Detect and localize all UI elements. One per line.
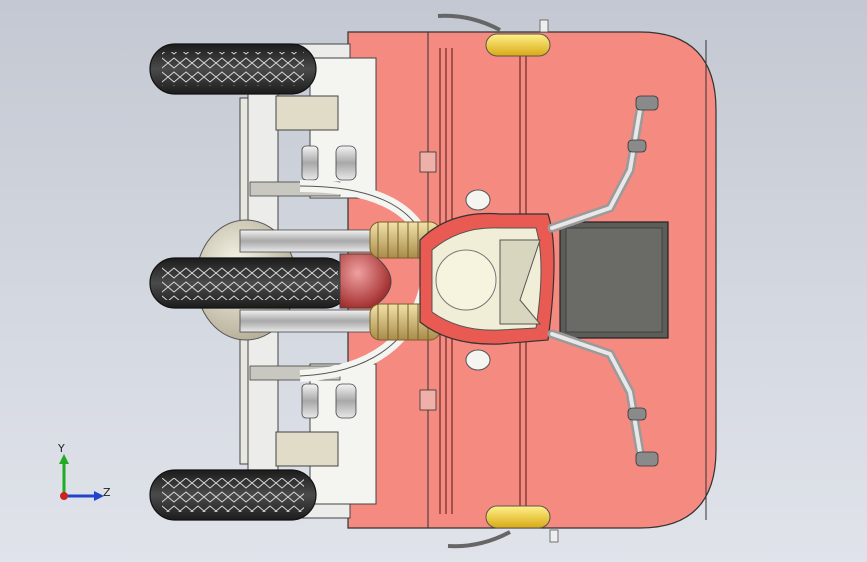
rear-wheel-top bbox=[149, 43, 317, 95]
indicator-light-top bbox=[485, 33, 551, 57]
coordinate-triad: Y Z bbox=[50, 440, 120, 510]
mirror-stalks bbox=[437, 13, 559, 549]
z-axis-label: Z bbox=[103, 486, 111, 499]
rear-wheel-bottom bbox=[149, 469, 317, 521]
front-fairing bbox=[419, 189, 555, 371]
seat bbox=[559, 221, 669, 339]
y-axis-label: Y bbox=[58, 442, 65, 455]
handlebars bbox=[547, 95, 659, 467]
front-wheel bbox=[149, 257, 351, 309]
axis-triad-icon bbox=[59, 454, 104, 501]
indicator-light-bottom bbox=[485, 505, 551, 529]
